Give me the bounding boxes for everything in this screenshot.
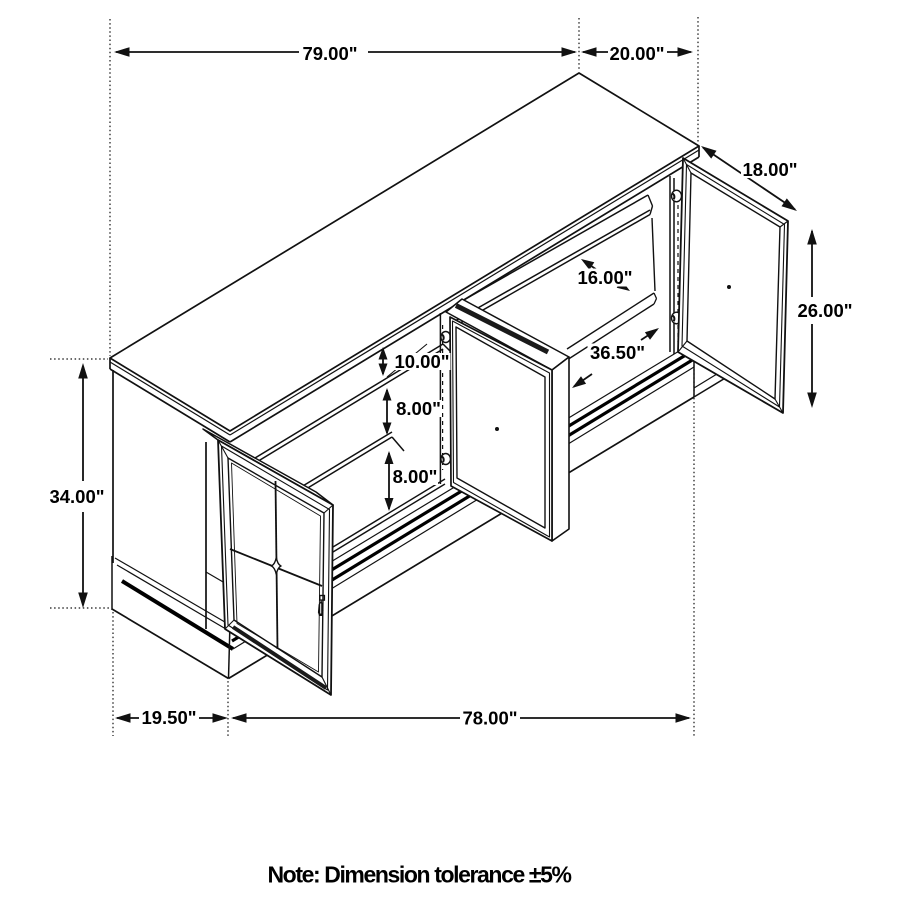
svg-text:20.00": 20.00" — [609, 43, 664, 64]
svg-text:8.00": 8.00" — [393, 466, 438, 487]
svg-text:36.50": 36.50" — [590, 342, 645, 363]
svg-text:8.00": 8.00" — [396, 398, 441, 419]
svg-text:78.00": 78.00" — [462, 708, 517, 729]
svg-text:34.00": 34.00" — [49, 486, 104, 507]
svg-text:79.00": 79.00" — [302, 43, 357, 64]
svg-text:Note: Dimension tolerance ±5%: Note: Dimension tolerance ±5% — [267, 862, 571, 888]
svg-text:26.00": 26.00" — [797, 300, 852, 321]
svg-text:10.00": 10.00" — [394, 351, 449, 372]
svg-text:19.50": 19.50" — [141, 707, 196, 728]
svg-text:16.00": 16.00" — [577, 267, 632, 288]
svg-text:18.00": 18.00" — [742, 159, 797, 180]
